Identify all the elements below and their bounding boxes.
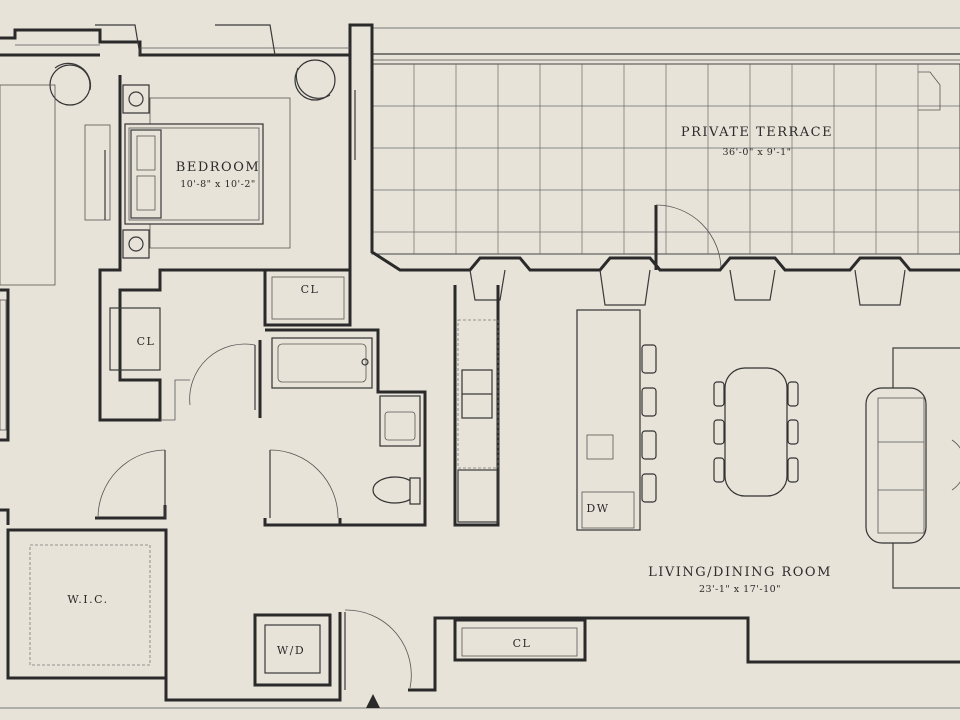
south-wall-left xyxy=(164,612,342,702)
south-wall-right xyxy=(408,616,960,692)
terrace-dimensions: 36'-0" x 9'-1" xyxy=(722,147,791,158)
washer-dryer: W/D xyxy=(253,613,332,687)
closet-bottom: CL xyxy=(453,618,587,662)
bedroom-label: BEDROOM xyxy=(176,160,260,175)
terrace-label: PRIVATE TERRACE xyxy=(681,125,833,140)
sofa xyxy=(865,347,960,589)
dining-table xyxy=(713,367,799,497)
closet-top: CL xyxy=(263,270,352,327)
exterior-walls xyxy=(0,23,960,306)
dw-label: DW xyxy=(586,502,609,515)
living-label: LIVING/DINING ROOM xyxy=(648,565,832,580)
hallway xyxy=(95,343,340,527)
wic-label: W.I.C. xyxy=(67,593,108,606)
left-wall xyxy=(0,288,10,442)
closet-top-label: CL xyxy=(301,283,320,296)
closet-bottom-label: CL xyxy=(513,637,532,650)
terrace xyxy=(371,27,960,271)
entry-door xyxy=(344,609,412,689)
living-dimensions: 23'-1" x 17'-10" xyxy=(699,584,781,595)
bedroom-dimensions: 10'-8" x 10'-2" xyxy=(180,179,256,190)
entry-arrow-icon xyxy=(366,694,380,708)
bathroom xyxy=(258,328,427,527)
walk-in-closet: W.I.C. xyxy=(6,528,168,680)
closet-left: CL xyxy=(109,307,161,371)
terrace-tiles xyxy=(372,64,960,254)
wd-label: W/D xyxy=(277,644,305,657)
bedroom: BEDROOM 10'-8" x 10'-2" xyxy=(0,55,352,422)
kitchen: DW xyxy=(453,285,657,531)
closet-left-label: CL xyxy=(137,335,156,348)
